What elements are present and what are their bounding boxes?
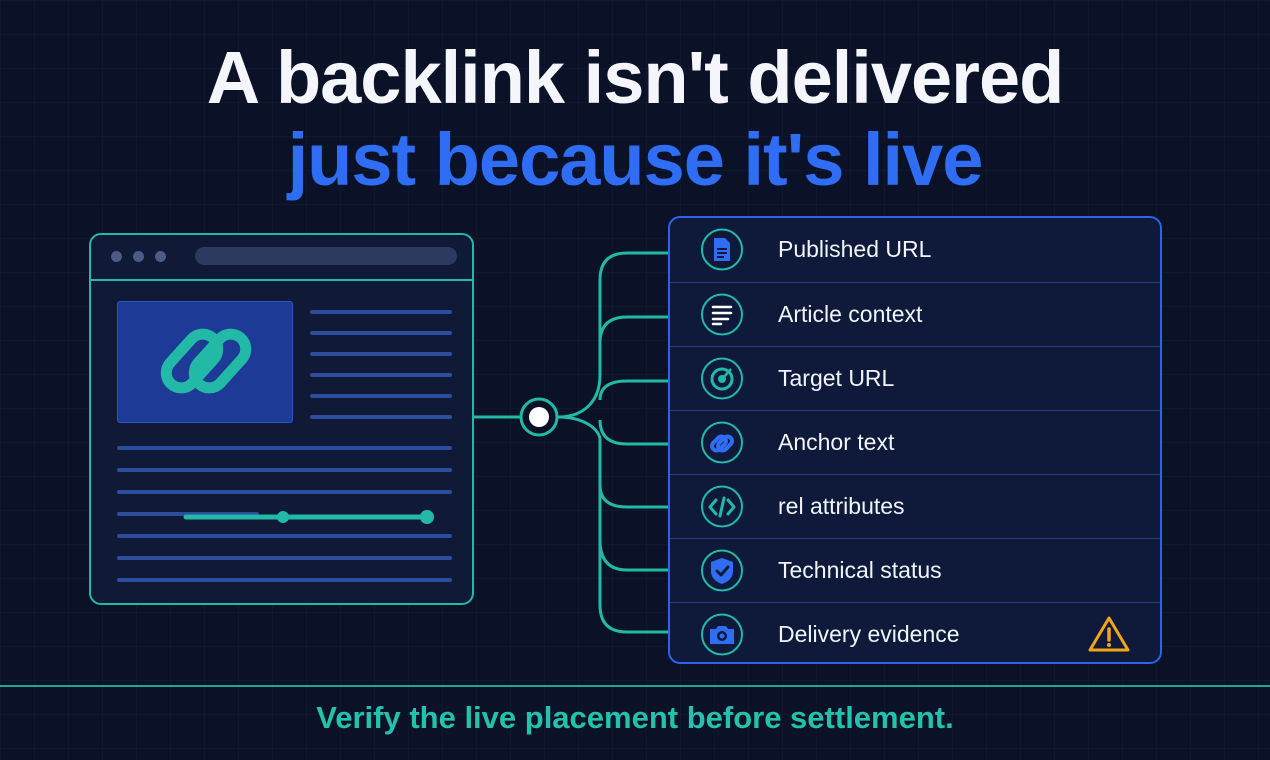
document-icon [694,227,750,272]
checklist-row-technical-status: Technical status [670,538,1160,601]
text-line [117,446,452,450]
text-line [117,534,452,538]
branch-line [598,419,668,446]
branch-line [557,251,668,419]
checklist-label: rel attributes [778,493,905,519]
camera-icon [694,612,750,657]
text-line [310,352,452,356]
window-dot [155,251,166,262]
text-line [117,578,452,582]
footer-divider [0,685,1270,687]
branch-line [598,315,668,344]
checklist-label: Target URL [778,365,895,391]
hub-node-center [529,407,549,427]
text-lines-icon [694,292,750,337]
target-icon [694,356,750,401]
warning-icon [1087,615,1131,653]
checklist-panel: Published URL Article context Target URL… [668,216,1162,664]
checklist-row-delivery-evidence: Delivery evidence [670,602,1160,662]
checklist-label: Article context [778,301,923,327]
branch-line [598,540,668,634]
checklist-label: Anchor text [778,429,895,455]
shield-check-icon [694,548,750,593]
checklist-label: Published URL [778,236,932,262]
browser-toolbar [91,235,472,281]
text-line [310,394,452,398]
checklist-row-target-url: Target URL [670,346,1160,409]
text-line [310,373,452,377]
link-icon [694,420,750,465]
checklist-row-anchor-text: Anchor text [670,410,1160,473]
browser-mockup [89,233,474,605]
window-dot [133,251,144,262]
window-dot [111,251,122,262]
checklist-row-article-context: Article context [670,282,1160,345]
text-line [310,331,452,335]
text-line [310,415,452,419]
checklist-label: Delivery evidence [778,621,960,647]
title-line-1: A backlink isn't delivered [206,36,1065,119]
code-icon [694,484,750,529]
text-line [117,468,452,472]
text-line [117,490,452,494]
line-endpoint [277,511,289,523]
checklist-row-rel-attributes: rel attributes [670,474,1160,537]
footer-caption: Verify the live placement before settlem… [316,700,954,735]
address-bar [195,247,457,265]
text-line [117,512,259,516]
branch-line [557,415,668,572]
branch-line [598,484,668,509]
checklist-label: Technical status [778,557,942,583]
chain-link-icon [160,328,252,394]
article-image [117,301,293,423]
text-line [117,556,452,560]
text-line [310,310,452,314]
checklist-row-published-url: Published URL [670,218,1160,281]
branch-line [598,379,668,401]
title-line-2: just because it's live [287,118,984,201]
line-endpoint [420,510,434,524]
